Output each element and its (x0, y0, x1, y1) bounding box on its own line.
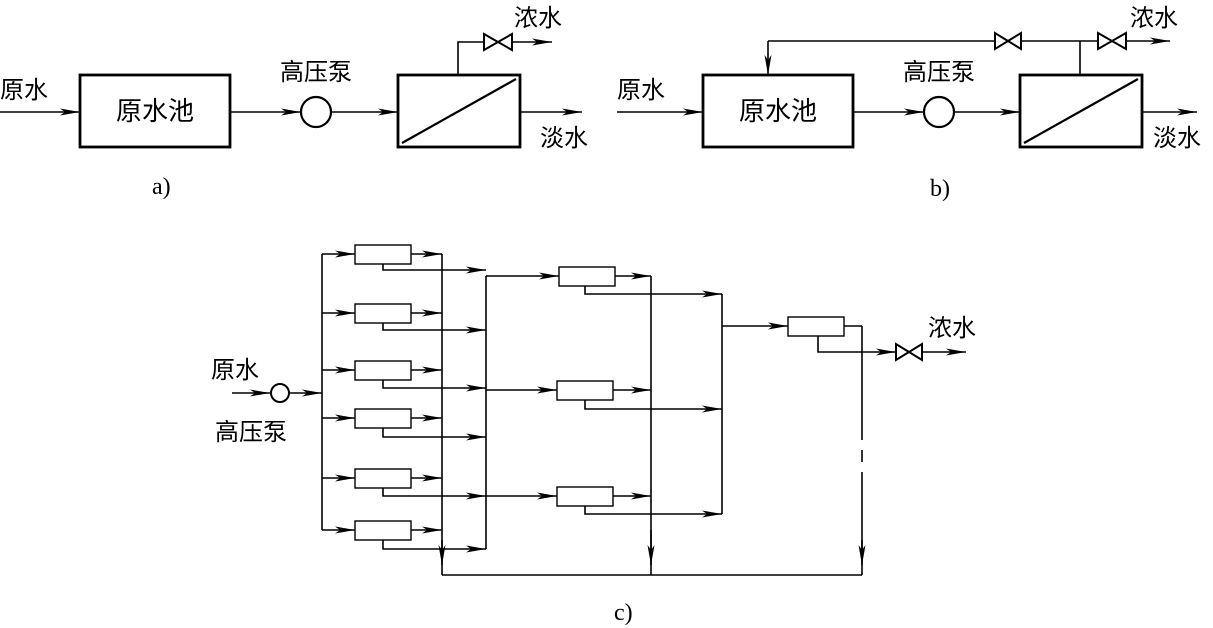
concentrate-valve-icon-b (1097, 31, 1127, 51)
panel-c-caption: c) (614, 600, 633, 626)
stage-1-module (322, 468, 486, 500)
stage-1-module (322, 360, 486, 392)
raw-water-tank-b (701, 73, 855, 149)
concentrate-valve-icon-c (895, 342, 923, 362)
raw-water-tank-label-a: 原水池 (116, 97, 194, 127)
stage-2-module (486, 266, 722, 298)
stage-2-module (486, 486, 722, 518)
stage-2-modules (486, 266, 722, 518)
stage-1-module (322, 303, 486, 334)
panel-b: 原水 原水池 高压泵 浓水 淡水 b) (617, 4, 1201, 202)
pump-label-b: 高压泵 (903, 58, 975, 86)
stage-1-module (322, 408, 486, 441)
concentrate-line-a (457, 41, 484, 75)
valve-icon-a (483, 32, 513, 52)
panel-b-caption: b) (930, 176, 950, 202)
permeate-label-b: 淡水 (1153, 124, 1201, 152)
pump-icon-c (270, 383, 290, 403)
membrane-diagonal-b (1023, 78, 1139, 144)
raw-water-tank-label-b: 原水池 (739, 97, 817, 127)
permeate-label-a: 淡水 (540, 124, 588, 152)
stage-1-modules (322, 244, 486, 553)
membrane-diagonal-a (401, 78, 517, 144)
panel-c: 原水 高压泵 (211, 244, 976, 626)
pump-label-a: 高压泵 (280, 58, 352, 86)
pump-label-c: 高压泵 (215, 418, 287, 446)
raw-water-label-a: 原水 (0, 76, 48, 104)
raw-water-label-c: 原水 (211, 356, 259, 384)
panel-a-caption: a) (152, 174, 171, 200)
concentrate-label-c: 浓水 (928, 314, 976, 342)
stage-2-module (486, 380, 722, 413)
panel-a: 原水 原水池 高压泵 浓水 淡水 a) (0, 4, 588, 200)
raw-water-tank-a (78, 73, 232, 149)
pump-icon-a (299, 95, 333, 129)
stage-1-module (322, 520, 486, 553)
stage-1-module (322, 244, 486, 274)
concentrate-label-a: 浓水 (514, 4, 562, 32)
raw-water-label-b: 原水 (617, 76, 665, 104)
stage-3-module (722, 316, 896, 356)
recycle-valve-icon-b (994, 31, 1022, 51)
concentrate-label-b: 浓水 (1130, 4, 1178, 32)
pump-icon-b (922, 95, 956, 129)
